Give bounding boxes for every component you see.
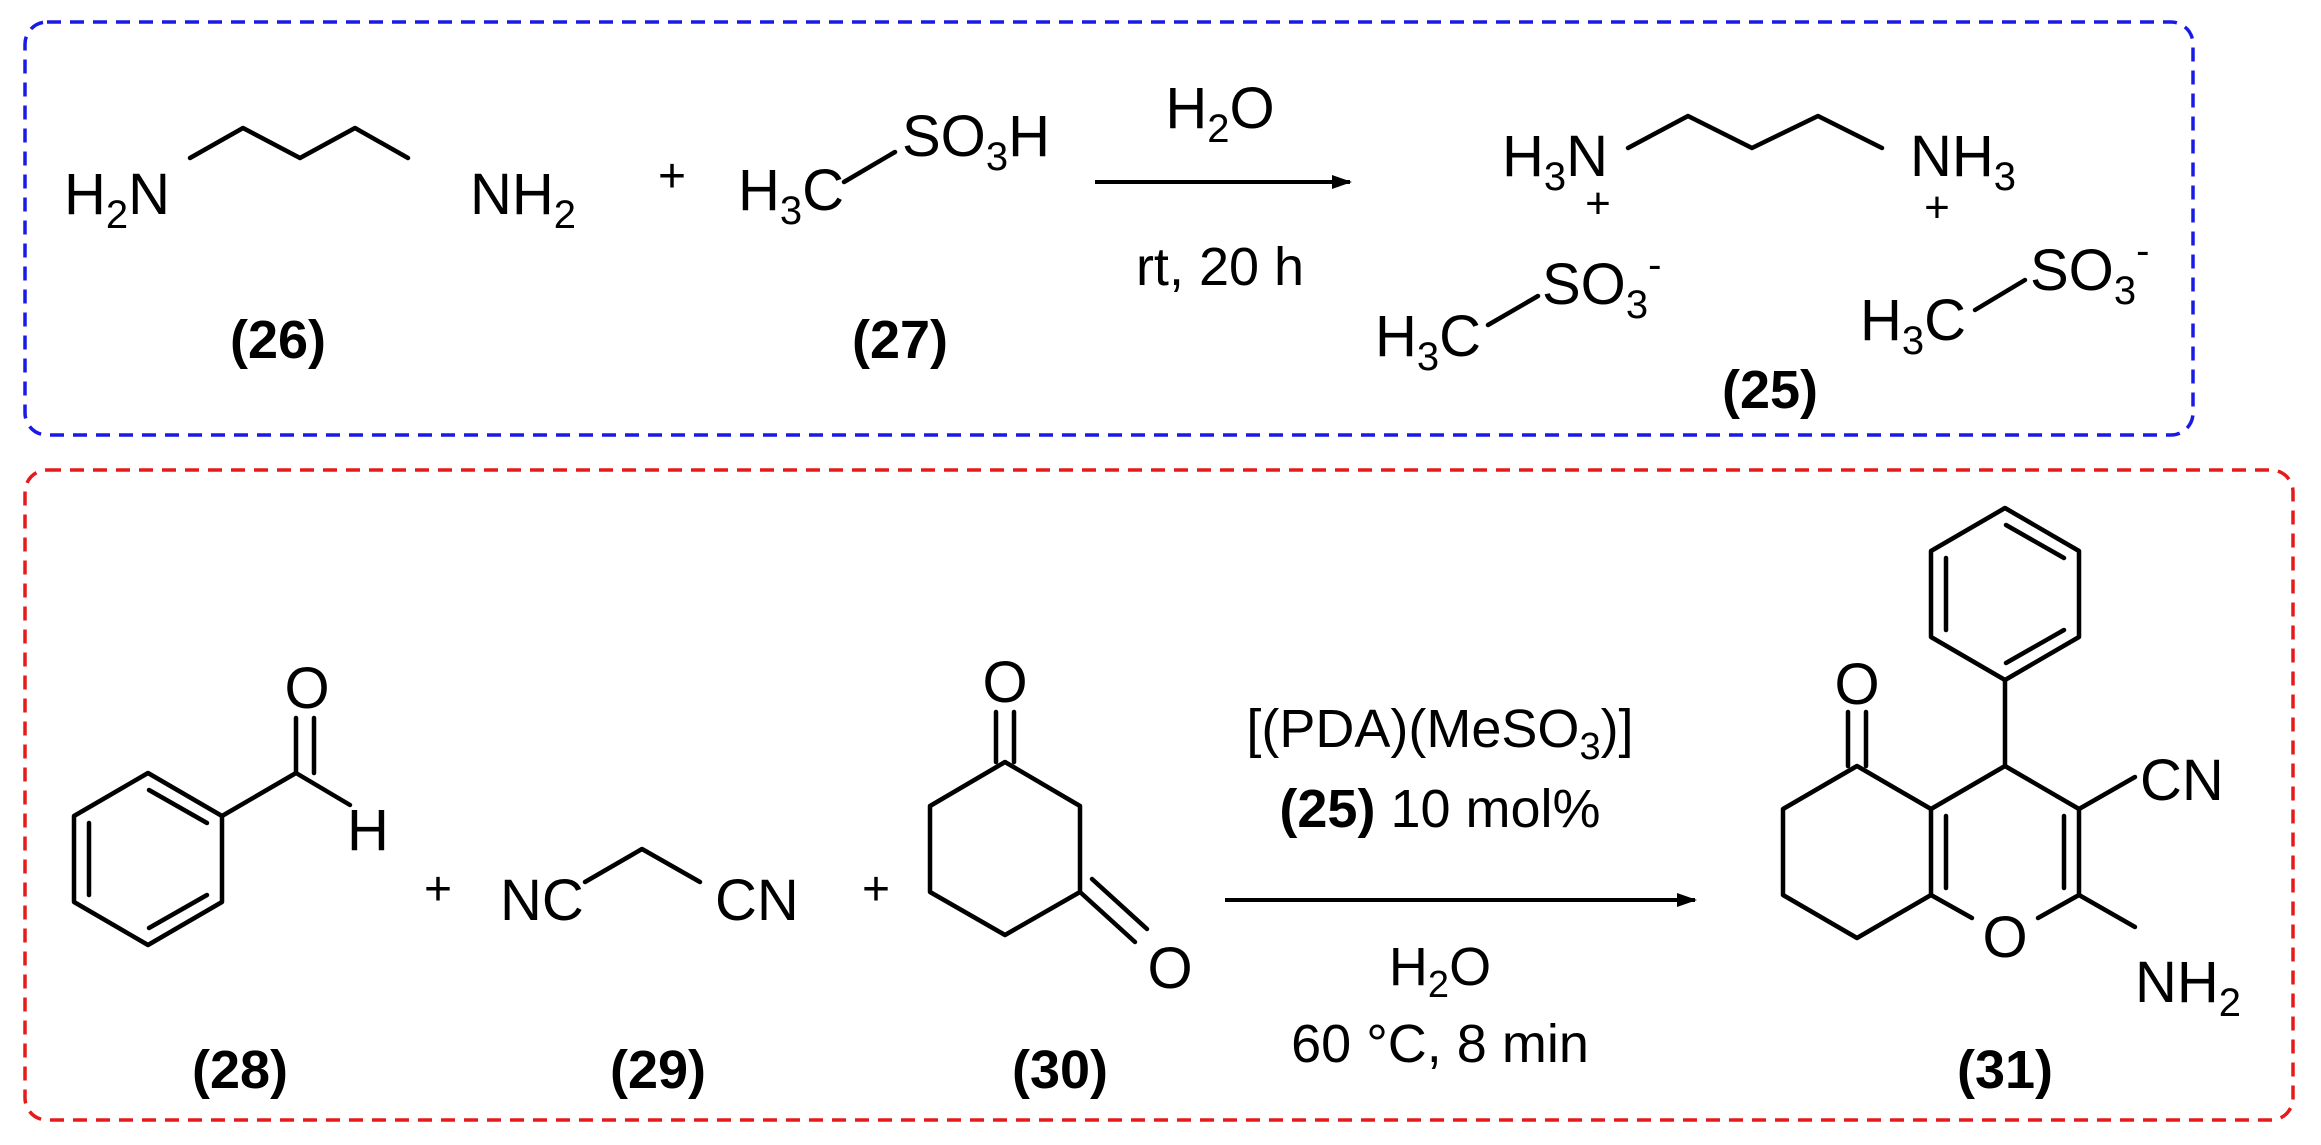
bottom-reaction-arrow: [(PDA)(MeSO3)] (25) 10 mol% H2O 60 °C, 8…: [1225, 699, 1697, 1074]
compound-26-label: (26): [230, 310, 326, 370]
compound-25-anion2-methyl: H3C: [1860, 288, 1966, 363]
compound-30: O O (30): [927, 650, 1193, 1100]
compound-31-ring-oxygen: O: [1982, 905, 2027, 970]
compound-31-amine: NH2: [2135, 950, 2241, 1025]
compound-31-pyran-ring: [2002, 763, 2082, 921]
compound-25-chain: [1625, 113, 1885, 151]
compound-27-methyl: H3C: [738, 158, 844, 233]
compound-25-label: (25): [1722, 360, 1818, 420]
compound-30-oxygen-bottom: O: [1147, 936, 1192, 1001]
compound-29-chain: [582, 846, 703, 885]
compound-29-label: (29): [610, 1040, 706, 1100]
bottom-plus-1: +: [424, 863, 452, 916]
catalyst-formula: [(PDA)(MeSO3)]: [1246, 699, 1633, 768]
compound-27: H3C SO3H (27): [738, 104, 1050, 370]
compound-25-anion1-bond: [1485, 293, 1541, 328]
compound-31-phenyl-ring: [1928, 505, 2082, 683]
bottom-plus-2: +: [862, 863, 890, 916]
catalyst-loading-line: (25) 10 mol%: [1279, 779, 1600, 839]
compound-30-label: (30): [1012, 1040, 1108, 1100]
compound-25-anion2-bond: [1972, 277, 2028, 313]
top-plus-1: +: [658, 150, 686, 203]
compound-31-nitrile-bond: [2076, 774, 2138, 812]
compound-31: O O CN NH2 (31): [1780, 505, 2241, 1100]
compound-31-ketone-oxygen: O: [1834, 652, 1879, 717]
compound-30-oxygen-top: O: [982, 650, 1027, 715]
top-panel-border: [23, 20, 2195, 437]
compound-25-left-charge: +: [1585, 179, 1611, 228]
compound-28-hydrogen: H: [347, 798, 389, 863]
compound-25-right-charge: +: [1924, 183, 1950, 232]
compound-31-cyclohexanone-ring: [1780, 763, 1934, 941]
compound-31-phenyl-double-2: [2003, 627, 2067, 666]
compound-29-left-nitrile: NC: [500, 868, 584, 933]
top-conditions-above: H2O: [1165, 76, 1274, 151]
compound-28-ring: [71, 770, 225, 948]
catalyst-ref: (25): [1279, 779, 1375, 839]
compound-31-pyran-ring-2: [1928, 892, 1975, 921]
top-conditions-below: rt, 20 h: [1136, 237, 1304, 297]
compound-28-oxygen: O: [284, 656, 329, 721]
compound-26: H2N NH2 (26): [64, 125, 576, 370]
compound-25-anion1-sulfonate: SO3-: [1542, 243, 1661, 327]
compound-27-bond: [841, 149, 898, 185]
compound-29: NC CN (29): [500, 846, 799, 1100]
compound-30-ring: [927, 759, 1083, 938]
compound-26-chain: [187, 125, 411, 161]
compound-26-right-amine: NH2: [470, 162, 576, 237]
compound-26-left-amine: H2N: [64, 162, 170, 237]
compound-27-label: (27): [852, 310, 948, 370]
compound-25-anion1-methyl: H3C: [1375, 304, 1481, 379]
compound-27-acid: SO3H: [902, 104, 1050, 179]
compound-31-pyran-ring-4: [1928, 763, 2008, 812]
compound-30-co-bottom-2: [1089, 876, 1150, 932]
top-reaction-arrow: H2O rt, 20 h: [1095, 76, 1352, 297]
compound-28-ring-to-carbonyl: [219, 770, 299, 819]
compound-31-amine-bond: [2076, 892, 2138, 930]
compound-28-ring-double-2: [146, 892, 210, 931]
compound-31-nitrile: CN: [2140, 748, 2224, 813]
compound-28-ring-double-1: [146, 787, 210, 826]
catalyst-loading: 10 mol%: [1390, 779, 1600, 839]
compound-25: H3N + NH3 + H3C SO3- H3C SO3- (25): [1375, 113, 2149, 420]
compound-29-right-nitrile: CN: [715, 868, 799, 933]
compound-30-co-bottom-1: [1077, 889, 1138, 945]
compound-28-ch-bond: [293, 770, 353, 808]
solvent-label: H2O: [1389, 937, 1491, 1006]
bottom-panel-border: [23, 468, 2295, 1122]
compound-28-label: (28): [192, 1040, 288, 1100]
compound-28: O H (28): [71, 656, 389, 1100]
compound-25-anion2-sulfonate: SO3-: [2030, 229, 2149, 313]
temperature-time: 60 °C, 8 min: [1291, 1014, 1589, 1074]
compound-31-phenyl-double-1: [2003, 522, 2067, 561]
compound-31-label: (31): [1957, 1040, 2053, 1100]
